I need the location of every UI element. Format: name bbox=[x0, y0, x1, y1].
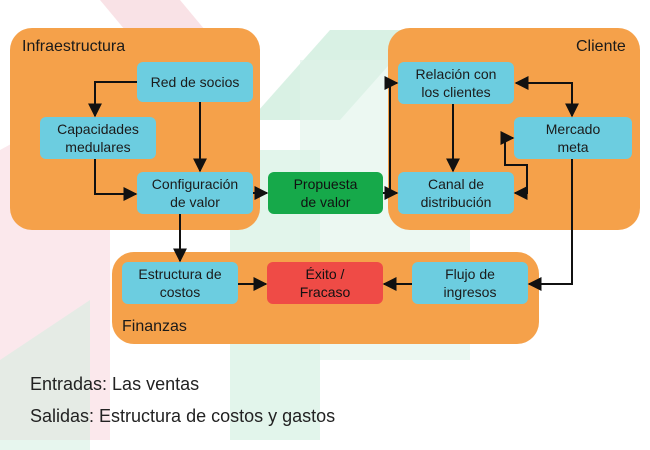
node-flujo-de-ingresos[interactable]: Flujo de ingresos bbox=[412, 262, 528, 304]
node-red-de-socios[interactable]: Red de socios bbox=[137, 62, 253, 102]
footer-entradas: Entradas: Las ventas bbox=[30, 374, 200, 394]
arrow-propuesta-to-relacion bbox=[384, 76, 399, 193]
node-relacion-con-los-clientes[interactable]: Relación con los clientes bbox=[398, 62, 514, 104]
node-propuesta-de-valor[interactable]: Propuesta de valor bbox=[268, 172, 383, 214]
arrow-canal-mercado bbox=[500, 131, 528, 200]
arrow-capacidades-to-configuracion bbox=[94, 159, 138, 201]
node-configuracion-de-valor[interactable]: Configuración de valor bbox=[137, 172, 253, 214]
node-exito-fracaso[interactable]: Éxito / Fracaso bbox=[267, 262, 383, 304]
group-title-finanzas: Finanzas bbox=[122, 318, 187, 335]
footer-salidas: Salidas: Estructura de costos y gastos bbox=[30, 406, 336, 426]
node-capacidades-medulares[interactable]: Capacidades medulares bbox=[40, 117, 156, 159]
node-mercado-meta[interactable]: Mercado meta bbox=[514, 117, 632, 159]
node-canal-de-distribucion[interactable]: Canal de distribución bbox=[398, 172, 514, 214]
arrow-mercado-to-flujo bbox=[527, 159, 573, 291]
group-title-infraestructura: Infraestructura bbox=[22, 38, 126, 55]
group-title-cliente: Cliente bbox=[576, 38, 626, 55]
arrow-relacion-mercado bbox=[514, 76, 579, 118]
arrow-socios-to-capacidades bbox=[88, 81, 137, 118]
node-estructura-de-costos[interactable]: Estructura de costos bbox=[122, 262, 238, 304]
